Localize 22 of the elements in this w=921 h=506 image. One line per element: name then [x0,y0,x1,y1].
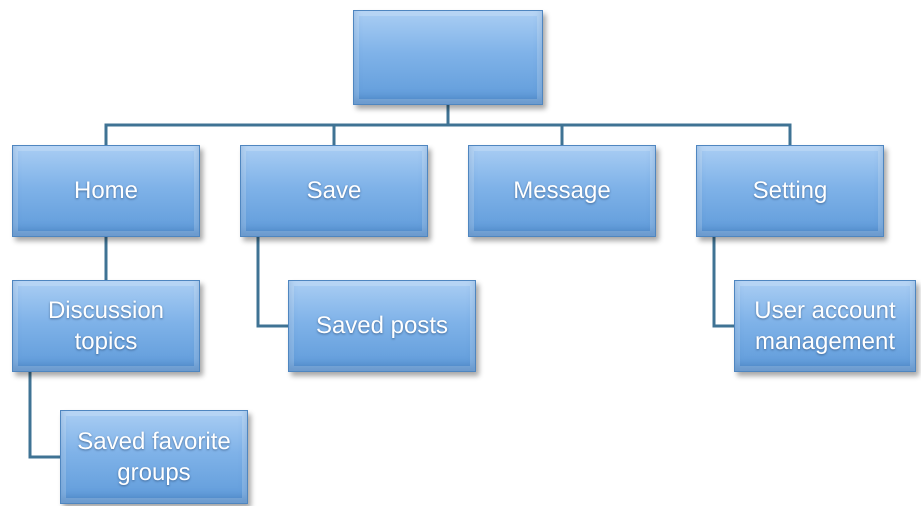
box-label: Message [513,176,611,206]
menu-box [288,280,476,372]
box-label: Saved posts [316,311,448,342]
box-label: Save [306,176,362,206]
connector-line [712,237,734,328]
root-box [353,10,543,105]
connector-line [28,372,60,458]
menu-box [734,280,916,372]
box-label: Saved favorite groups [76,426,232,488]
connector-line [104,237,108,280]
box-label: User account management [753,296,897,357]
box-label: Home [74,176,138,206]
connector-line [256,237,288,328]
menu-box [696,145,884,237]
menu-box [12,280,200,372]
box-label: Discussion topics [46,296,166,357]
menu-box [468,145,656,237]
menu-box [60,410,248,504]
menu-box [12,145,200,237]
box-label: Setting [752,176,828,206]
menu-box [240,145,428,237]
connector-line [446,105,792,145]
